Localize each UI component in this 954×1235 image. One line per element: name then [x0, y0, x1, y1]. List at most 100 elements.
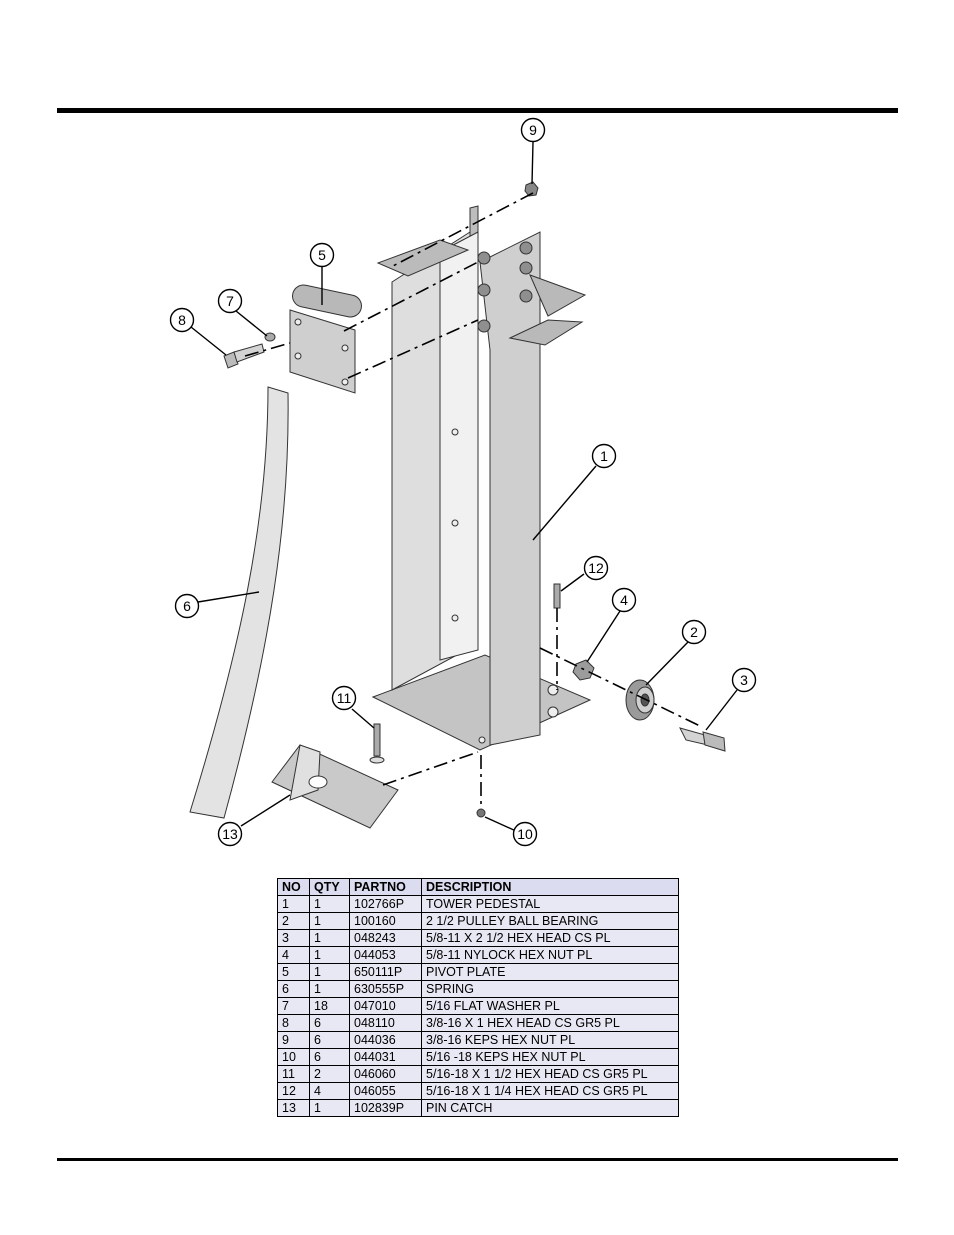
table-cell: 6 — [309, 1031, 350, 1049]
svg-text:5: 5 — [318, 247, 326, 263]
table-cell: 4 — [309, 1082, 350, 1100]
table-cell: 1 — [309, 895, 350, 913]
svg-text:3: 3 — [740, 672, 748, 688]
table-cell: 3/8-16 KEPS HEX NUT PL — [421, 1031, 679, 1049]
table-cell: SPRING — [421, 980, 679, 998]
table-cell: 044053 — [349, 946, 422, 964]
table-cell: 5 — [277, 963, 310, 981]
callout-1: 1 — [591, 443, 617, 469]
table-cell: 18 — [309, 997, 350, 1015]
svg-text:6: 6 — [183, 598, 191, 614]
table-cell: 9 — [277, 1031, 310, 1049]
hex-bolt — [679, 727, 726, 752]
svg-text:8: 8 — [178, 312, 186, 328]
table-cell: 5/16-18 X 1 1/4 HEX HEAD CS GR5 PL — [421, 1082, 679, 1100]
keps-nut — [476, 808, 486, 818]
table-cell: 1 — [309, 1099, 350, 1117]
table-cell: 044031 — [349, 1048, 422, 1066]
svg-text:7: 7 — [226, 293, 234, 309]
table-cell: 3 — [277, 929, 310, 947]
column-header: PARTNO — [349, 878, 422, 896]
table-cell: 13 — [277, 1099, 310, 1117]
callout-12: 12 — [583, 555, 609, 581]
table-cell: 1 — [309, 929, 350, 947]
pin-catch — [271, 744, 399, 829]
table-cell: 2 — [309, 1065, 350, 1083]
callout-11: 11 — [331, 685, 357, 711]
svg-text:2: 2 — [690, 624, 698, 640]
column-header: NO — [277, 878, 310, 896]
table-cell: 3/8-16 X 1 HEX HEAD CS GR5 PL — [421, 1014, 679, 1032]
pulley-bearing — [625, 679, 655, 721]
callout-9: 9 — [520, 117, 546, 143]
table-cell: 5/16-18 X 1 1/2 HEX HEAD CS GR5 PL — [421, 1065, 679, 1083]
table-cell: 6 — [309, 1048, 350, 1066]
svg-text:12: 12 — [588, 560, 604, 576]
table-cell: 1 — [277, 895, 310, 913]
spring — [189, 386, 289, 819]
table-cell: 048110 — [349, 1014, 422, 1032]
svg-text:1: 1 — [600, 448, 608, 464]
callout-13: 13 — [217, 821, 243, 847]
table-cell: 6 — [309, 1014, 350, 1032]
callout-8: 8 — [169, 307, 195, 333]
table-cell: 650111P — [349, 963, 422, 981]
svg-text:11: 11 — [337, 690, 352, 706]
table-cell: 044036 — [349, 1031, 422, 1049]
tower-pedestal — [371, 205, 592, 751]
table-cell: 102766P — [349, 895, 422, 913]
flat-washer — [264, 332, 276, 342]
svg-text:10: 10 — [517, 826, 533, 842]
table-cell: 100160 — [349, 912, 422, 930]
callout-4: 4 — [611, 587, 637, 613]
callout-5: 5 — [309, 242, 335, 268]
callout-3: 3 — [731, 667, 757, 693]
table-cell: 5/16 -18 KEPS HEX NUT PL — [421, 1048, 679, 1066]
table-cell: 6 — [277, 980, 310, 998]
hex-bolt — [369, 723, 385, 764]
table-cell: 630555P — [349, 980, 422, 998]
table-cell: 048243 — [349, 929, 422, 947]
hex-bolt — [553, 583, 561, 609]
table-cell: 1 — [309, 946, 350, 964]
pivot-plate — [289, 284, 362, 394]
column-header: QTY — [309, 878, 350, 896]
table-cell: 5/8-11 NYLOCK HEX NUT PL — [421, 946, 679, 964]
keps-nut — [524, 181, 539, 197]
table-cell: 102839P — [349, 1099, 422, 1117]
table-cell: 1 — [309, 963, 350, 981]
callout-6: 6 — [174, 593, 200, 619]
callout-2: 2 — [681, 619, 707, 645]
table-cell: 10 — [277, 1048, 310, 1066]
table-cell: 2 — [277, 912, 310, 930]
table-cell: PIVOT PLATE — [421, 963, 679, 981]
table-cell: 1 — [309, 980, 350, 998]
callout-7: 7 — [217, 288, 243, 314]
table-cell: 8 — [277, 1014, 310, 1032]
table-cell: 046060 — [349, 1065, 422, 1083]
table-cell: TOWER PEDESTAL — [421, 895, 679, 913]
callout-10: 10 — [512, 821, 538, 847]
table-cell: 11 — [277, 1065, 310, 1083]
table-cell: PIN CATCH — [421, 1099, 679, 1117]
table-cell: 047010 — [349, 997, 422, 1015]
table-cell: 5/16 FLAT WASHER PL — [421, 997, 679, 1015]
svg-text:4: 4 — [620, 592, 628, 608]
column-header: DESCRIPTION — [421, 878, 679, 896]
table-cell: 046055 — [349, 1082, 422, 1100]
